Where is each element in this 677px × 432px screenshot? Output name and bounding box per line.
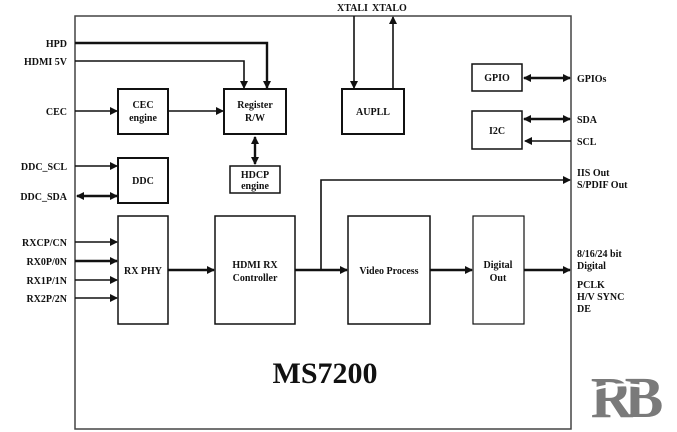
block-cec-engine: CEC engine [117,88,169,135]
block-video-process: Video Process [347,215,431,325]
hpd-line [75,41,271,89]
block-i2c: I2C [471,110,523,150]
block-ddc: DDC [117,157,169,204]
pin-digital-bits: 8/16/24 bit [577,249,622,260]
pin-hdmi5v: HDMI 5V [24,57,68,68]
svg-text:CEC: CEC [132,100,153,111]
svg-text:engine: engine [241,181,269,192]
svg-text:I2C: I2C [489,126,505,137]
pin-rx0: RX0P/0N [26,257,67,268]
svg-text:engine: engine [129,113,157,124]
pin-xtali: XTALI [337,3,368,14]
pin-pclk: PCLK [577,280,605,291]
pin-rxcp: RXCP/CN [22,238,68,249]
svg-text:Register: Register [237,100,273,111]
pin-xtalo: XTALO [372,3,407,14]
pin-gpios: GPIOs [577,74,607,85]
pin-ddc-scl: DDC_SCL [21,162,67,173]
pin-cec: CEC [46,107,67,118]
svg-text:HDMI RX: HDMI RX [232,260,278,271]
pin-iis-out: IIS Out [577,168,610,179]
pin-spdif-out: S/PDIF Out [577,180,628,191]
svg-text:RB: RB [591,365,663,430]
block-gpio: GPIO [471,63,523,92]
svg-text:RX PHY: RX PHY [124,266,163,277]
chip-title: MS7200 [273,357,378,390]
block-register-rw: Register R/W [223,88,287,135]
svg-text:R/W: R/W [245,113,265,124]
pin-hpd: HPD [46,39,67,50]
pin-ddc-sda: DDC_SDA [20,192,67,203]
audio-line [320,176,571,270]
block-aupll: AUPLL [341,88,405,135]
block-hdcp-engine: HDCP engine [229,165,281,194]
block-digital-out: Digital Out [472,215,525,325]
pin-hv-sync: H/V SYNC [577,292,624,303]
svg-text:AUPLL: AUPLL [356,107,390,118]
svg-text:HDCP: HDCP [241,170,269,181]
hdmi5v-line [75,60,248,89]
chip-outline [74,15,572,430]
pin-de: DE [577,304,591,315]
block-hdmi-rx-controller: HDMI RX Controller [214,215,296,325]
pin-rx2: RX2P/2N [26,294,67,305]
svg-text:Video Process: Video Process [359,266,418,277]
svg-text:Digital: Digital [484,260,513,271]
rb-logo: RB [585,365,671,430]
svg-text:Out: Out [490,273,507,284]
svg-text:DDC: DDC [132,176,154,187]
svg-text:GPIO: GPIO [484,73,510,84]
pin-digital: Digital [577,261,606,272]
pin-rx1: RX1P/1N [26,276,67,287]
pin-scl: SCL [577,137,597,148]
block-rx-phy: RX PHY [117,215,169,325]
svg-text:Controller: Controller [233,273,278,284]
pin-sda: SDA [577,115,598,126]
